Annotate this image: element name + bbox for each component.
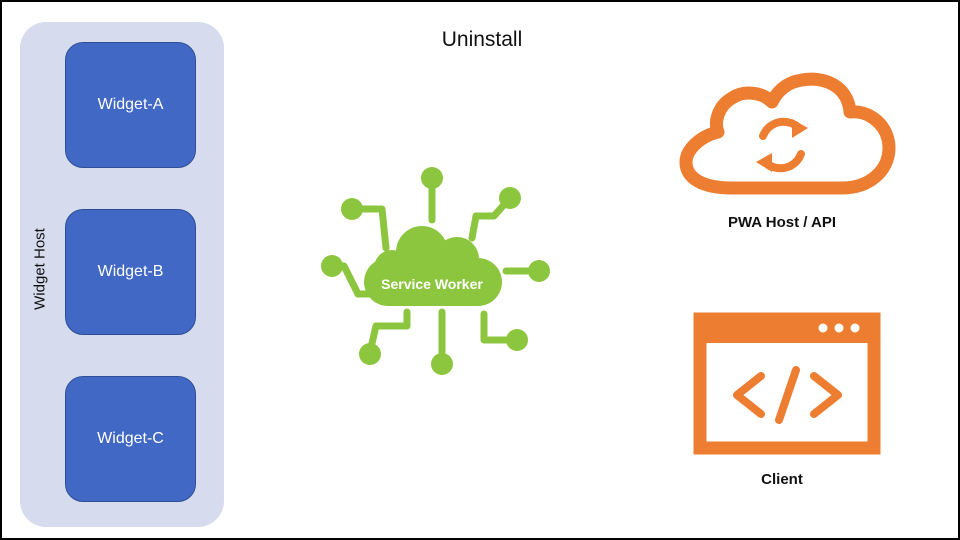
client-label: Client bbox=[761, 471, 803, 488]
widget-a: Widget-A bbox=[65, 42, 196, 168]
cloud-sync-icon bbox=[679, 72, 896, 195]
widget-c: Widget-C bbox=[65, 376, 196, 502]
diagram-title: Uninstall bbox=[441, 28, 523, 51]
circuit-cloud-icon bbox=[321, 167, 550, 375]
service-worker-label: Service Worker bbox=[381, 276, 483, 292]
browser-code-icon bbox=[693, 312, 881, 455]
pwa-host-label: PWA Host / API bbox=[727, 214, 837, 231]
widget-b: Widget-B bbox=[65, 209, 196, 335]
